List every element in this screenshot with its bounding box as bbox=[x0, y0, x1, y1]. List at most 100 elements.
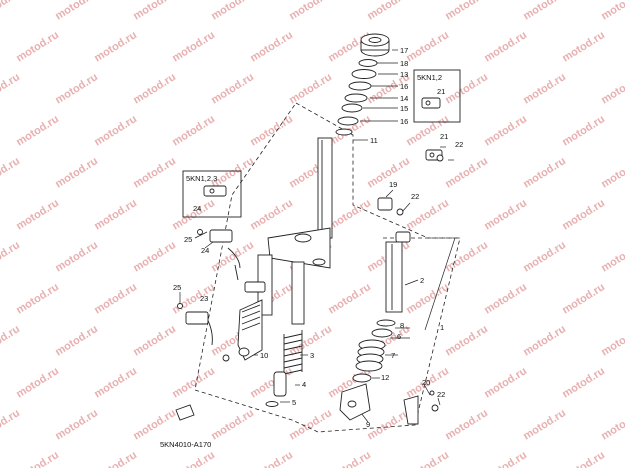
watermark-text: motod.ru bbox=[53, 155, 100, 190]
watermark-text: motod.ru bbox=[248, 449, 295, 468]
watermark-text: motod.ru bbox=[131, 155, 178, 190]
watermark-text: motod.ru bbox=[560, 281, 607, 316]
watermark-text: motod.ru bbox=[14, 449, 61, 468]
watermark-text: motod.ru bbox=[0, 323, 22, 358]
callout-label: 1 bbox=[440, 323, 444, 332]
watermark-text: motod.ru bbox=[92, 197, 139, 232]
watermark-text: motod.ru bbox=[0, 71, 22, 106]
watermark-text: motod.ru bbox=[92, 113, 139, 148]
watermark-text: motod.ru bbox=[599, 407, 625, 442]
under-bracket bbox=[267, 227, 331, 269]
watermark-text: motod.ru bbox=[443, 407, 490, 442]
watermark-text: motod.ru bbox=[53, 407, 100, 442]
variant-box-a: 5KN1,2 bbox=[413, 69, 461, 123]
variant-box-a-label: 5KN1,2 bbox=[417, 73, 442, 82]
watermark-text: motod.ru bbox=[0, 407, 22, 442]
callout-label: 13 bbox=[400, 70, 408, 79]
callout-label: 4 bbox=[302, 380, 306, 389]
watermark-text: motod.ru bbox=[14, 281, 61, 316]
assembly-outline bbox=[194, 102, 461, 433]
watermark-text: motod.ru bbox=[404, 29, 451, 64]
inner-tube-2 bbox=[385, 241, 403, 313]
right-inner-tube bbox=[291, 261, 305, 325]
headstock-parts bbox=[335, 33, 390, 136]
callout-label: 21 bbox=[440, 132, 448, 141]
left-fork-leg bbox=[237, 254, 273, 361]
watermark-text: motod.ru bbox=[482, 113, 529, 148]
watermark-text: motod.ru bbox=[53, 239, 100, 274]
watermark-text: motod.ru bbox=[482, 197, 529, 232]
watermark-text: motod.ru bbox=[404, 197, 451, 232]
watermark-text: motod.ru bbox=[482, 281, 529, 316]
watermark-text: motod.ru bbox=[443, 323, 490, 358]
callout-label: 11 bbox=[370, 136, 378, 145]
watermark-text: motod.ru bbox=[0, 155, 22, 190]
exploded-fork-assembly bbox=[339, 231, 411, 421]
watermark-text: motod.ru bbox=[326, 281, 373, 316]
bolt-22c bbox=[431, 404, 439, 412]
callout-label: 20 bbox=[422, 378, 430, 387]
bolt-22b bbox=[396, 208, 404, 216]
callout-label: 8 bbox=[400, 321, 404, 330]
dust-boot-7 bbox=[355, 339, 386, 372]
steering-stem bbox=[267, 137, 333, 269]
watermark-text: motod.ru bbox=[560, 113, 607, 148]
fork-assembly-outline bbox=[194, 102, 461, 433]
watermark-text: motod.ru bbox=[131, 407, 178, 442]
watermark-text: motod.ru bbox=[131, 239, 178, 274]
watermark-text: motod.ru bbox=[404, 449, 451, 468]
callout-label: 15 bbox=[400, 104, 408, 113]
callout-label: 10 bbox=[260, 351, 268, 360]
watermark-text: motod.ru bbox=[131, 71, 178, 106]
watermark-text: motod.ru bbox=[521, 155, 568, 190]
watermark-text: motod.ru bbox=[170, 197, 217, 232]
watermark-text: motod.ru bbox=[482, 449, 529, 468]
watermark-text: motod.ru bbox=[209, 155, 256, 190]
watermark-text: motod.ru bbox=[599, 239, 625, 274]
callout-label: 22 bbox=[411, 192, 419, 201]
watermark-text: motod.ru bbox=[365, 407, 412, 442]
dust-seal-11 bbox=[335, 128, 353, 136]
watermark-text: motod.ru bbox=[92, 449, 139, 468]
left-axle-boss bbox=[238, 347, 250, 357]
watermark-text: motod.ru bbox=[560, 449, 607, 468]
watermark-text: motod.ru bbox=[482, 29, 529, 64]
bushing-12 bbox=[352, 373, 372, 383]
screw-25b bbox=[177, 303, 183, 309]
fork-cap bbox=[395, 231, 411, 243]
washer-5 bbox=[265, 401, 279, 407]
watermark-text: motod.ru bbox=[209, 71, 256, 106]
watermark-text: motod.ru bbox=[92, 365, 139, 400]
callout-label: 22 bbox=[455, 140, 463, 149]
variant-box-b-label: 5KN1,2,3 bbox=[186, 174, 217, 183]
bracket-upper bbox=[227, 247, 241, 269]
watermark-text: motod.ru bbox=[521, 323, 568, 358]
watermark-text: motod.ru bbox=[170, 449, 217, 468]
watermark-text: motod.ru bbox=[521, 71, 568, 106]
watermark-text: motod.ru bbox=[482, 365, 529, 400]
clamp-24-box bbox=[203, 185, 227, 197]
watermark-text: motod.ru bbox=[0, 239, 22, 274]
callout-label: 23 bbox=[200, 294, 208, 303]
watermark-text: motod.ru bbox=[443, 239, 490, 274]
watermark-text: motod.ru bbox=[14, 113, 61, 148]
clamp-23 bbox=[185, 311, 209, 325]
clamp-24 bbox=[209, 229, 233, 243]
watermark-text: motod.ru bbox=[131, 323, 178, 358]
callout-label: 3 bbox=[310, 351, 314, 360]
callout-label: 25 bbox=[184, 235, 192, 244]
watermark-text: motod.ru bbox=[248, 29, 295, 64]
watermark-text: motod.ru bbox=[53, 323, 100, 358]
watermark-text: motod.ru bbox=[53, 0, 100, 23]
watermark-text: motod.ru bbox=[404, 281, 451, 316]
watermark-text: motod.ru bbox=[248, 365, 295, 400]
watermark-text: motod.ru bbox=[404, 113, 451, 148]
watermark-text: motod.ru bbox=[14, 365, 61, 400]
callout-label: 14 bbox=[400, 94, 408, 103]
callout-label: 16 bbox=[400, 82, 408, 91]
watermark-text: motod.ru bbox=[209, 239, 256, 274]
small-brackets bbox=[175, 97, 444, 425]
watermark-text: motod.ru bbox=[599, 71, 625, 106]
